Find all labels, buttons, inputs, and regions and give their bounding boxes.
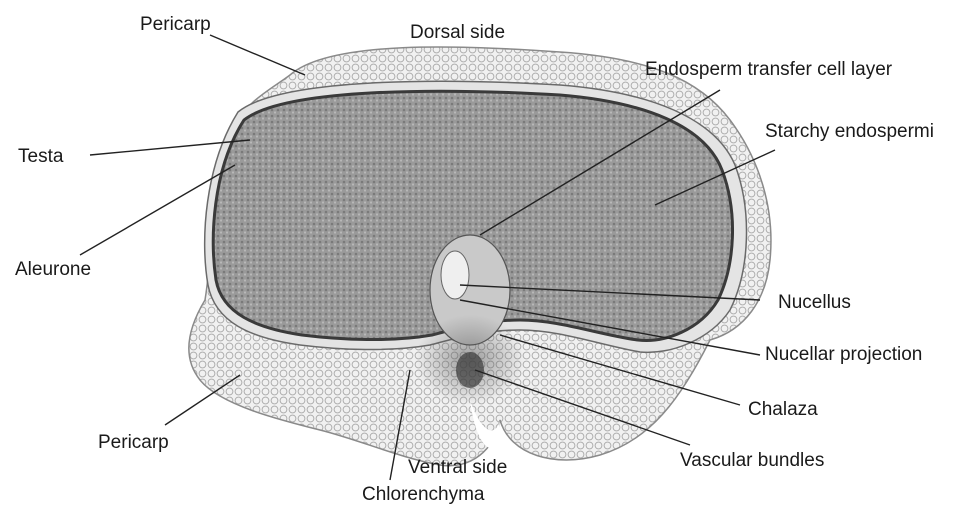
label-nucellar-projection: Nucellar projection: [765, 345, 922, 364]
label-pericarp-bottom: Pericarp: [98, 433, 169, 452]
label-chalaza: Chalaza: [748, 400, 818, 419]
vascular-bundle-mark: [456, 352, 484, 388]
label-testa: Testa: [18, 147, 63, 166]
label-pericarp-top: Pericarp: [140, 15, 211, 34]
label-aleurone: Aleurone: [15, 260, 91, 279]
label-dorsal-side: Dorsal side: [410, 23, 505, 42]
label-starchy-endosperm: Starchy endospermi: [765, 122, 934, 141]
label-ventral-side: Ventral side: [408, 458, 507, 477]
label-chlorenchyma: Chlorenchyma: [362, 485, 485, 504]
label-nucellus: Nucellus: [778, 293, 851, 312]
label-vascular-bundles: Vascular bundles: [680, 451, 824, 470]
label-endosperm-transfer-cell-layer: Endosperm transfer cell layer: [645, 60, 892, 79]
